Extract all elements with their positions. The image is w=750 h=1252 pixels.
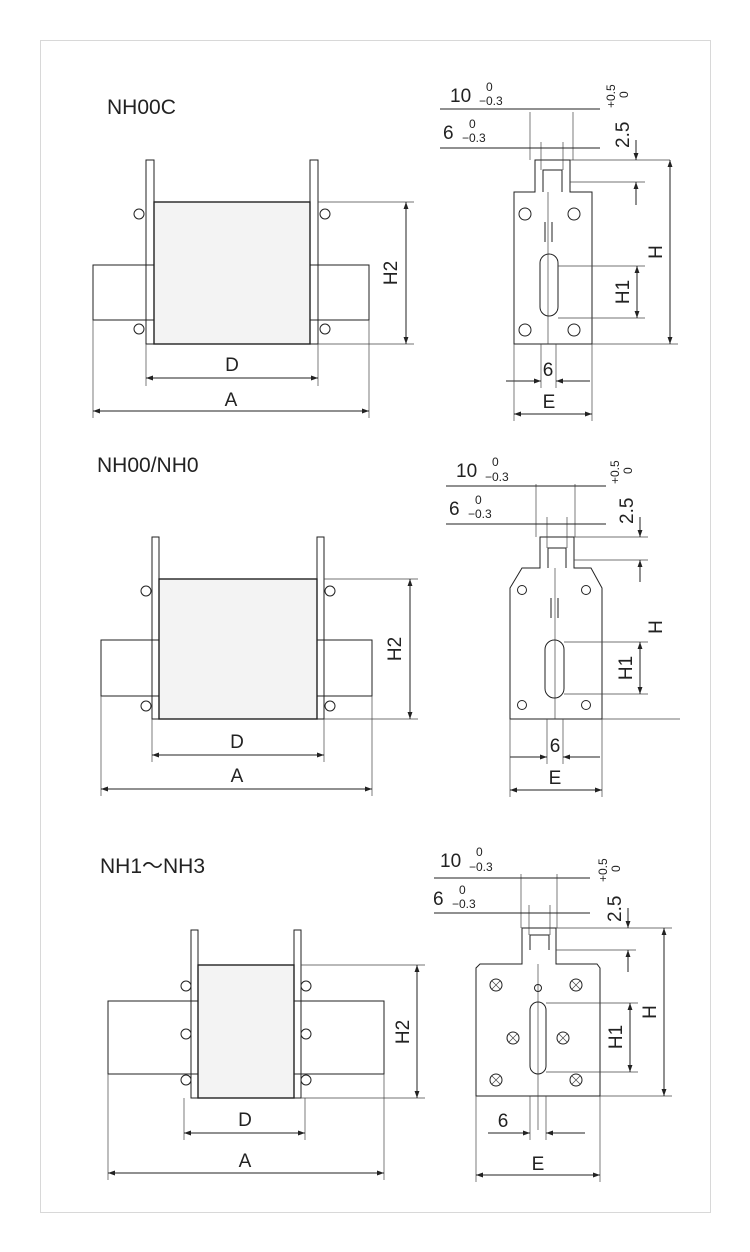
label-d: D	[230, 732, 244, 753]
label-h: H	[646, 620, 667, 634]
svg-text:+0.5: +0.5	[604, 84, 618, 108]
svg-text:0: 0	[486, 80, 493, 94]
side-slot	[529, 1001, 547, 1075]
svg-text:−0.3: −0.3	[468, 507, 492, 521]
right-plate	[316, 536, 325, 720]
front-view: D A H2	[107, 929, 425, 1180]
label-h2: H2	[381, 261, 402, 285]
side-slot	[539, 253, 559, 317]
section-title: NH00/NH0	[97, 454, 199, 477]
label-a: A	[231, 766, 244, 787]
section-nh00c: NH00C D A H2	[92, 80, 678, 421]
front-view: D A H2	[100, 536, 418, 796]
svg-text:−0.3: −0.3	[462, 131, 486, 145]
section-title: NH00C	[107, 96, 176, 119]
front-view: D A H2	[92, 159, 414, 418]
label-e: E	[532, 1154, 545, 1175]
section-nh00-nh0: NH00/NH0 D A H2	[97, 454, 680, 797]
label-h2: H2	[393, 1020, 414, 1044]
svg-text:2.5: 2.5	[613, 122, 634, 148]
svg-text:0: 0	[621, 467, 635, 474]
svg-text:0: 0	[475, 493, 482, 507]
right-plate	[309, 159, 319, 345]
label-a: A	[225, 390, 238, 411]
label-h: H	[640, 1005, 661, 1019]
left-plate	[190, 929, 199, 1099]
svg-text:10: 10	[456, 461, 477, 482]
svg-text:−0.3: −0.3	[485, 470, 509, 484]
drawing-frame	[40, 40, 711, 1213]
svg-text:+0.5: +0.5	[608, 460, 622, 484]
section-title: NH1～NH3	[100, 855, 205, 878]
label-d: D	[225, 355, 239, 376]
label-e: E	[549, 768, 562, 789]
svg-text:2.5: 2.5	[605, 896, 626, 922]
svg-text:6: 6	[443, 123, 454, 144]
label-h: H	[646, 245, 667, 259]
label-e: E	[543, 392, 556, 413]
svg-text:2.5: 2.5	[617, 498, 638, 524]
fuse-body	[153, 201, 311, 345]
label-a: A	[239, 1151, 252, 1172]
side-plate	[509, 536, 603, 720]
svg-text:6: 6	[498, 1111, 509, 1132]
svg-text:6: 6	[433, 889, 444, 910]
svg-text:−0.3: −0.3	[469, 860, 493, 874]
svg-text:10: 10	[440, 851, 461, 872]
svg-text:0: 0	[469, 117, 476, 131]
side-view: 10 0 −0.3 6 0 −0.3 2.5 +0.5 0 H H1 6	[446, 455, 680, 797]
svg-text:−0.3: −0.3	[479, 94, 503, 108]
svg-text:0: 0	[492, 455, 499, 469]
label-h2: H2	[385, 637, 406, 661]
side-view: 10 0 −0.3 6 0 −0.3 2.5 +0.5 0 H H1 6	[433, 845, 672, 1182]
fuse-body	[158, 578, 318, 720]
label-d: D	[238, 1110, 252, 1131]
fuse-body	[197, 964, 295, 1099]
svg-text:10: 10	[450, 86, 471, 107]
side-plate	[513, 159, 593, 345]
svg-text:6: 6	[543, 360, 554, 381]
svg-text:0: 0	[476, 845, 483, 859]
label-h1: H1	[606, 1025, 627, 1049]
label-h1: H1	[616, 656, 637, 680]
svg-text:6: 6	[449, 499, 460, 520]
svg-text:0: 0	[617, 91, 631, 98]
label-h1: H1	[613, 280, 634, 304]
svg-text:0: 0	[609, 865, 623, 872]
left-plate	[145, 159, 155, 345]
svg-text:0: 0	[459, 883, 466, 897]
svg-text:6: 6	[550, 736, 561, 757]
screw-holes	[489, 978, 583, 1087]
side-slot	[544, 639, 565, 699]
svg-text:−0.3: −0.3	[452, 897, 476, 911]
right-plate	[293, 929, 302, 1099]
section-nh1-nh3: NH1～NH3 D A H2	[100, 845, 672, 1182]
svg-text:+0.5: +0.5	[596, 858, 610, 882]
side-view: 10 0 −0.3 6 0 −0.3 2.5 +0.5 0 H H1 6	[440, 80, 678, 421]
left-plate	[151, 536, 160, 720]
side-plate	[475, 927, 601, 1097]
